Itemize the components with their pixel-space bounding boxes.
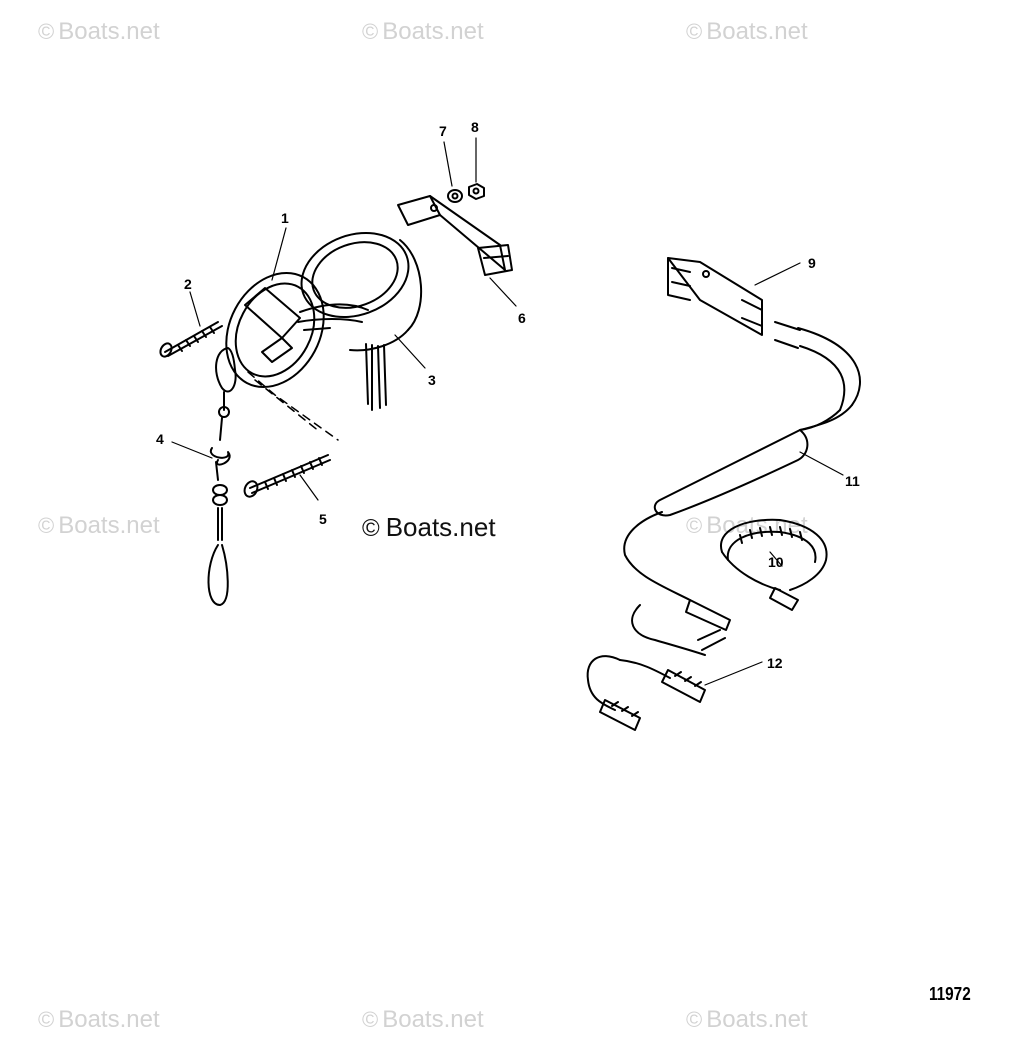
callout-6: 6: [518, 310, 526, 326]
watermark-top-middle: ©Boats.net: [362, 18, 484, 45]
watermark-top-right: ©Boats.net: [686, 18, 808, 45]
center-watermark: ©Boats.net: [362, 512, 496, 542]
washer-nut-parts-7-8: [447, 183, 485, 203]
clamp-part-10: [719, 518, 828, 611]
callout-8: 8: [471, 119, 479, 135]
callout-2: 2: [184, 276, 192, 292]
callout-11: 11: [845, 473, 860, 489]
watermark-top-left: ©Boats.net: [38, 18, 160, 45]
callout-12: 12: [767, 655, 783, 671]
callout-10: 10: [768, 554, 784, 570]
callout-9: 9: [808, 255, 816, 271]
housing-part-3: [300, 231, 423, 411]
callout-5: 5: [319, 511, 327, 527]
callout-3: 3: [428, 372, 436, 388]
bracket-part-9: [667, 257, 763, 336]
watermark-bottom-left: ©Boats.net: [38, 1006, 160, 1033]
watermark-mid-left: ©Boats.net: [38, 512, 160, 539]
bezel-part-1: [225, 271, 369, 441]
harness-part-11: [623, 321, 861, 656]
callout-7: 7: [439, 123, 447, 139]
diagram-code: 11972: [929, 984, 971, 1004]
watermark-bottom-right: ©Boats.net: [686, 1006, 808, 1033]
watermark-bottom-middle: ©Boats.net: [362, 1006, 484, 1033]
connector-part-12: [586, 655, 706, 731]
screw-part-2: [159, 321, 223, 358]
leader-lines: [171, 137, 844, 686]
lanyard-part-4: [207, 347, 237, 606]
callout-4: 4: [156, 431, 164, 447]
screw-part-5: [243, 454, 331, 498]
bracket-part-6: [397, 195, 513, 276]
callout-1: 1: [281, 210, 289, 226]
